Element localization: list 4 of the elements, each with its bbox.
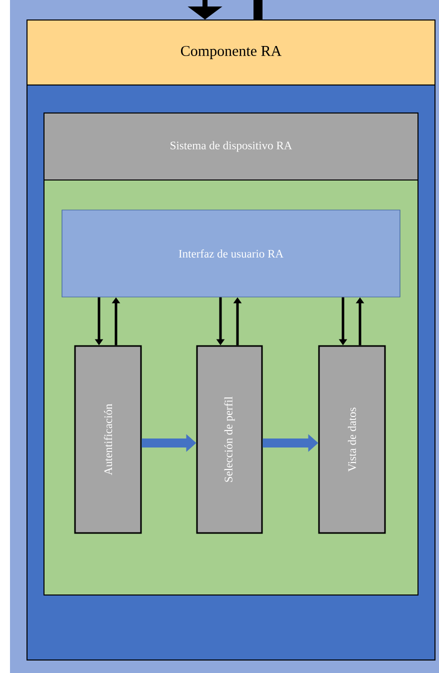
module-box: Selección de perfil	[196, 345, 263, 534]
module-box: Vista de datos	[318, 345, 386, 534]
module-box: Autentificación	[74, 345, 142, 534]
interface-box: Interfaz de usuario RA	[62, 210, 400, 298]
